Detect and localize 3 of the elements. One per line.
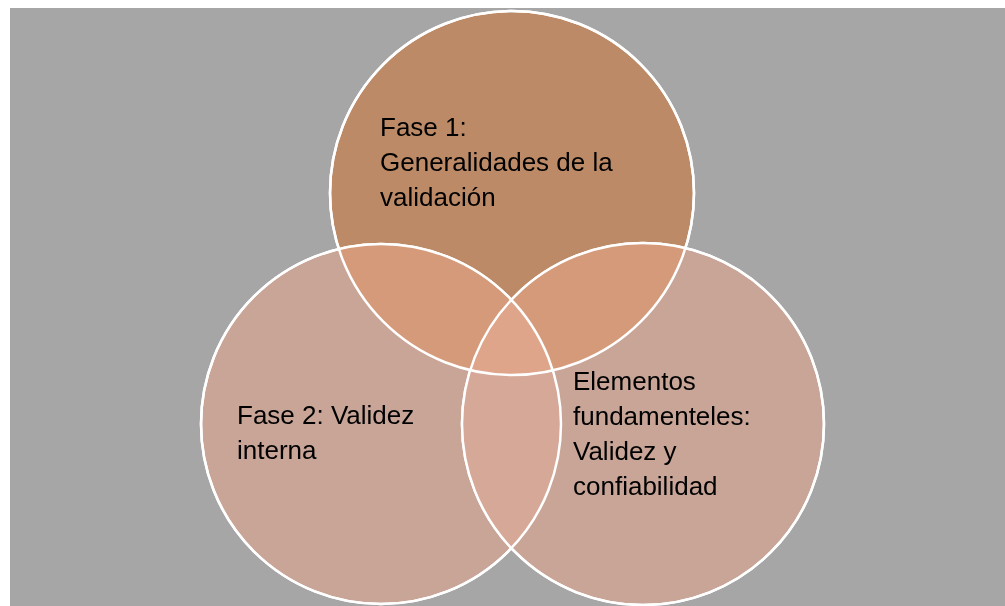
circle-label: Fase 2: Validez interna xyxy=(237,399,416,467)
circle-label: Fase 1: Generalidades de la validación xyxy=(380,111,614,214)
circle-label: Elementos fundamenteles: Validez y confiabilidad xyxy=(573,365,752,503)
